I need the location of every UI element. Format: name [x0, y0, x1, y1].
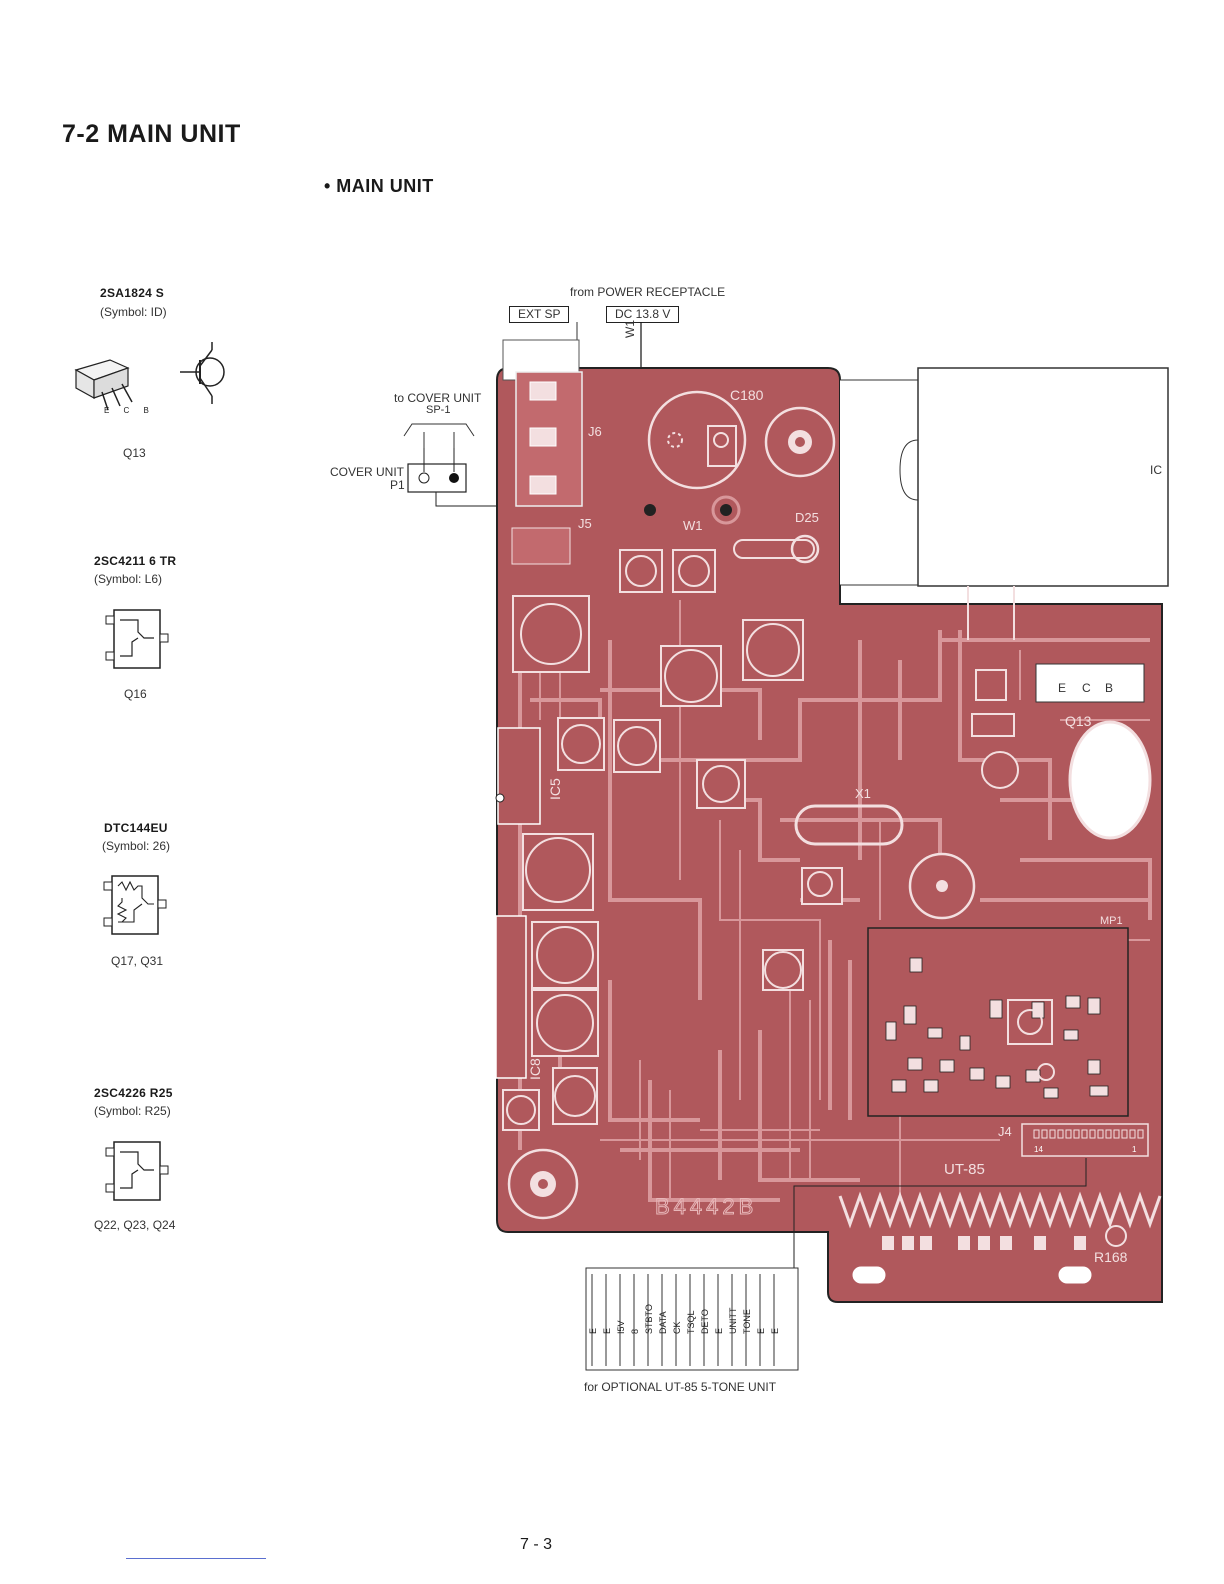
crystal-x1 [794, 804, 904, 846]
transistor-package-icon [74, 342, 225, 411]
ic5-label: IC5 [547, 778, 563, 800]
cover-unit-label: COVER UNIT [330, 465, 405, 479]
part-name-dtc144eu: DTC144EU [104, 821, 168, 835]
pin-labels: E C B [104, 406, 155, 415]
svg-text:C: C [1082, 681, 1091, 695]
board-id-label: B4442B [655, 1194, 757, 1219]
connector-pin-label: DATA [658, 1311, 668, 1334]
connector-pin-labels: E E I5V 8 STBTO DATA CK TSQL DETO E UNIT… [588, 1304, 780, 1334]
p1-label: P1 [390, 478, 405, 492]
part-ref-q17-q31: Q17, Q31 [111, 954, 164, 968]
sub-title: • MAIN UNIT [324, 176, 434, 196]
optional-unit-label: for OPTIONAL UT-85 5-TONE UNIT [584, 1380, 777, 1394]
connector-pin-label: E [770, 1328, 780, 1334]
part-name-2sc4211: 2SC4211 6 TR [94, 554, 177, 568]
page-number: 7 - 3 [520, 1536, 553, 1553]
sp1-label: SP-1 [426, 404, 451, 416]
part-symbol-2sa1824: (Symbol: ID) [100, 305, 167, 319]
j5-label: J5 [578, 516, 592, 531]
part-symbol-2sc4226: (Symbol: R25) [94, 1104, 171, 1118]
connector-pin-label: 8 [630, 1329, 640, 1334]
ic8-footprint [495, 915, 527, 1079]
connector-pin-label: DETO [700, 1309, 710, 1334]
to-cover-unit-label: to COVER UNIT [394, 391, 482, 405]
part-ref-q16: Q16 [124, 687, 147, 701]
q13-board-label: Q13 [1065, 713, 1092, 729]
ut85-label: UT-85 [944, 1161, 985, 1178]
connector-pin-label: E [588, 1328, 598, 1334]
ic5-footprint [497, 727, 541, 825]
ic-label: IC [1150, 463, 1162, 477]
svg-text:1: 1 [1132, 1145, 1137, 1154]
mounting-cutout [1068, 720, 1152, 840]
part-name-2sa1824: 2SA1824 S [100, 286, 165, 300]
j4-connector [1021, 1123, 1149, 1157]
svg-text:B: B [1105, 681, 1113, 695]
part-symbol-dtc144eu: (Symbol: 26) [102, 839, 171, 853]
footer-link-line [126, 1558, 266, 1559]
r168-label: R168 [1094, 1249, 1128, 1265]
power-source-label: from POWER RECEPTACLE [570, 285, 726, 299]
x1-label: X1 [855, 786, 871, 801]
mp1-label: MP1 [1100, 915, 1123, 927]
part-symbol-2sc4211: (Symbol: L6) [94, 572, 163, 586]
d25-label: D25 [795, 510, 819, 525]
ic8-label: IC8 [527, 1058, 543, 1080]
smd-package-icon [105, 609, 169, 669]
connector-pin-label: E [602, 1328, 612, 1334]
connector-pin-label: STBTO [644, 1304, 654, 1334]
connector-pin-label: E [714, 1328, 724, 1334]
ext-sp-label: EXT SP [509, 306, 570, 323]
part-name-2sc4226: 2SC4226 R25 [94, 1086, 173, 1100]
j6-label: J6 [588, 424, 602, 439]
connector-pin-label: TONE [742, 1309, 752, 1334]
connector-pin-label: UNITT [728, 1307, 738, 1334]
ic-module [917, 367, 1169, 587]
connector-pin-label: TSQL [686, 1310, 696, 1334]
svg-text:E: E [1058, 681, 1066, 695]
w1-board-label: W1 [683, 518, 703, 533]
dc-voltage-label: DC 13.8 V [606, 306, 680, 323]
svg-text:14: 14 [1034, 1145, 1043, 1154]
connector-pin-label: CK [672, 1321, 682, 1334]
digital-transistor-icon [103, 875, 167, 935]
section-title: 7-2 MAIN UNIT [62, 120, 241, 148]
part-ref-q13: Q13 [123, 446, 146, 460]
smd-package-icon-r25 [105, 1141, 169, 1201]
connector-pin-label: I5V [616, 1320, 626, 1334]
j4-label: J4 [998, 1124, 1012, 1139]
connector-pin-label: E [756, 1328, 766, 1334]
c180-label: C180 [730, 387, 764, 403]
part-ref-q22-q23-q24: Q22, Q23, Q24 [94, 1218, 176, 1232]
